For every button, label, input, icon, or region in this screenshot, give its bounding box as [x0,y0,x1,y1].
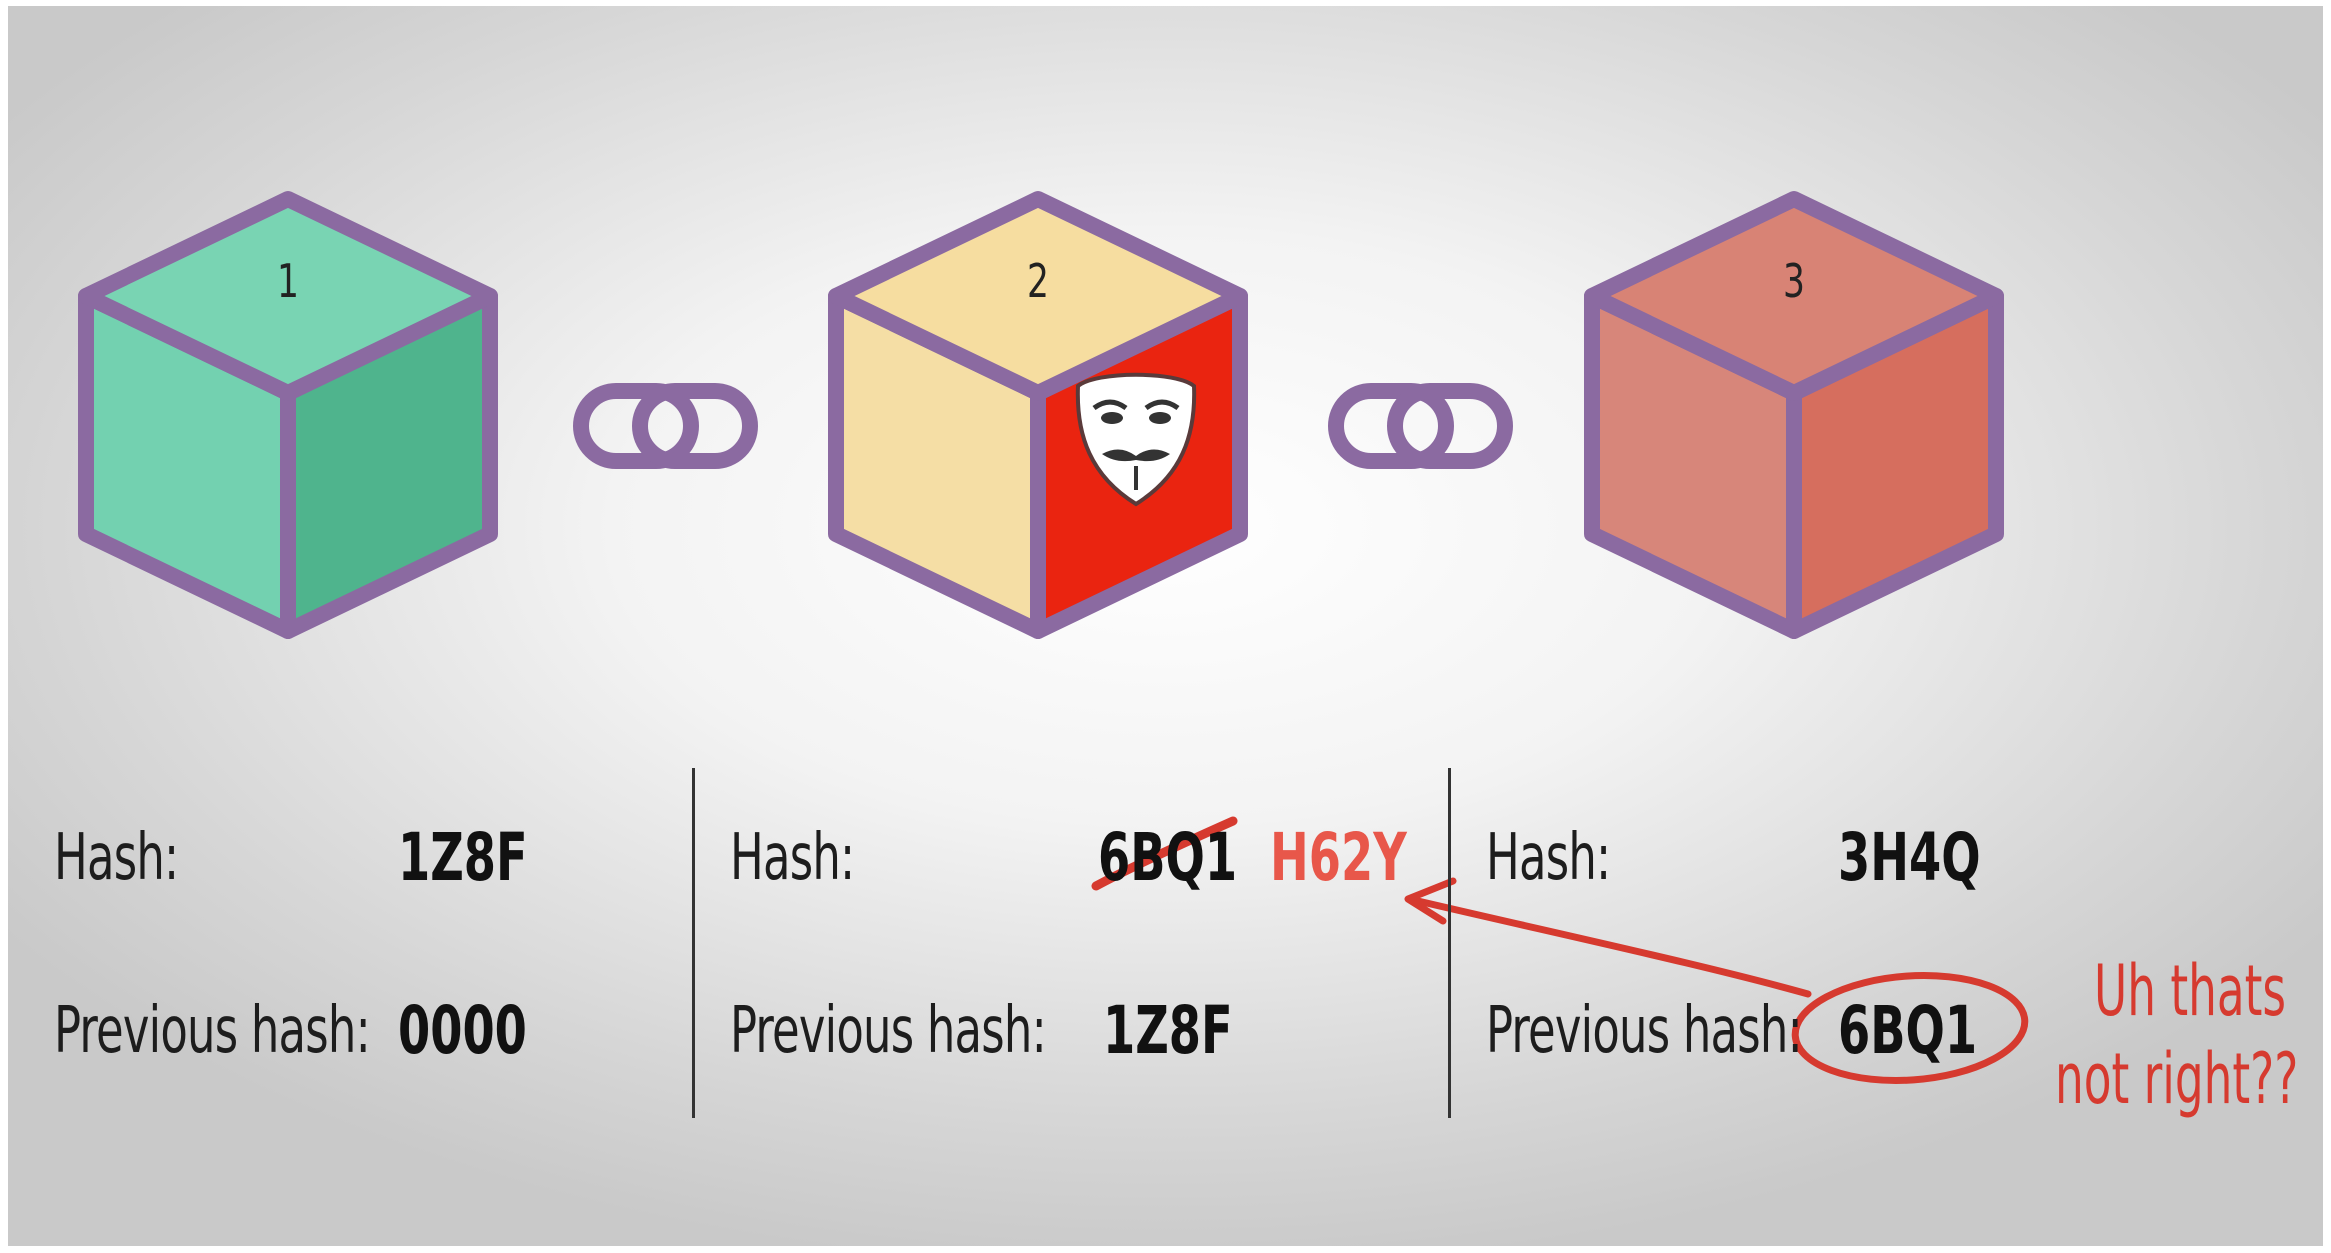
block-2-hash-label: Hash: [730,821,855,895]
block-3-prev-label: Previous hash: [1486,994,1803,1068]
block-3-hash-label: Hash: [1486,821,1611,895]
annotation-line-2: not right?? [2055,1038,2299,1120]
chain-link-icon [1328,383,1513,469]
block-1-hash-value: 1Z8F [398,819,528,896]
block-2-new-hash-value: H62Y [1270,819,1407,896]
block-2-prev-value: 1Z8F [1103,992,1233,1069]
arrow-head [1404,877,1457,925]
block-3-cube [1584,191,2004,639]
block-2-number: 2 [1027,254,1049,308]
block-3-top-face [1584,191,2004,401]
block-3-number: 3 [1783,254,1805,308]
column-divider [692,768,695,1118]
diagram-graphics [78,191,2029,1084]
block-2-top-face [828,191,1248,401]
block-1-number: 1 [277,254,299,308]
block-1-hash-label: Hash: [54,821,179,895]
block-2-old-hash-value: 6BQ1 [1098,819,1238,896]
hacker-mask-icon [1075,372,1197,507]
block-2-prev-label: Previous hash: [730,994,1047,1068]
block-1-cube [78,191,498,639]
strikethrough-mark [1091,816,1238,891]
block-1-prev-label: Previous hash: [54,994,371,1068]
slide: 1 2 3 Hash: 1Z8F Previous hash: 0000 Has… [8,6,2323,1246]
annotation-line-1: Uh thats [2094,950,2287,1032]
highlight-circle [1791,972,2029,1084]
chain-link-icon [573,383,758,469]
column-divider [1448,768,1451,1118]
block-3-prev-value: 6BQ1 [1838,992,1978,1069]
block-3-hash-value: 3H4Q [1838,819,1981,896]
arrow-line [1414,897,1812,998]
block-1-top-face [78,191,498,401]
block-1-prev-value: 0000 [398,992,527,1069]
